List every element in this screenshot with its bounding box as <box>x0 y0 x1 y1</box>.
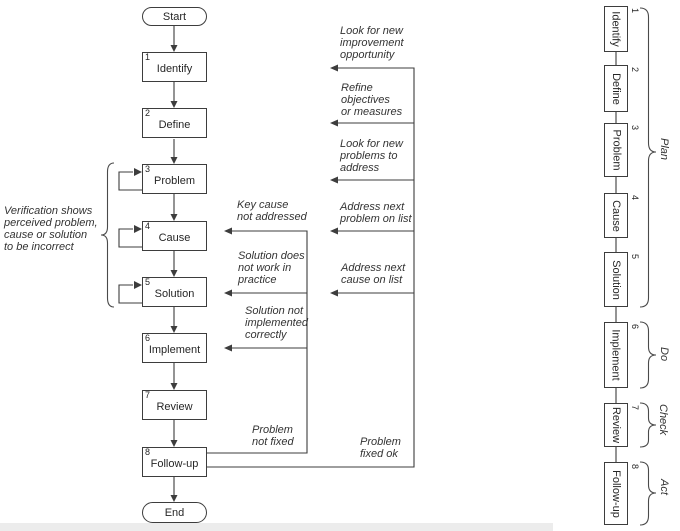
step-number: 8 <box>145 447 151 457</box>
pdca-step-review: Review <box>604 403 628 447</box>
pdca-step-cause: Cause <box>604 193 628 238</box>
pdca-step-define: Define <box>604 65 628 112</box>
phase-label-check: Check <box>657 404 669 436</box>
pdca-step-number: 4 <box>630 195 640 201</box>
step-label: Cause <box>158 231 191 244</box>
label-look-for-new-improvement: Look for new improvement opportunity <box>340 25 404 61</box>
end-terminal: End <box>142 502 207 523</box>
label-address-next-problem: Address next problem on list <box>340 201 412 225</box>
label-refine-objectives: Refine objectives or measures <box>341 82 403 118</box>
label-address-next-cause: Address next cause on list <box>341 262 406 286</box>
label-problem-not-fixed: Problem not fixed <box>252 424 294 448</box>
step-label: Define <box>158 118 191 131</box>
flow-step-define: 2 Define <box>142 108 207 138</box>
pdca-step-label: Review <box>610 406 623 444</box>
step-number: 1 <box>145 52 151 62</box>
down-arrowheads <box>170 45 178 502</box>
flow-step-solution: 5 Solution <box>142 277 207 307</box>
step-label: Implement <box>148 343 201 356</box>
inner-feedback-line <box>207 230 308 454</box>
step-label: Identify <box>156 62 193 75</box>
label-problem-fixed-ok: Problem fixed ok <box>360 436 401 460</box>
step-number: 7 <box>145 390 151 400</box>
step-number: 2 <box>145 108 151 118</box>
label-key-cause-not-addressed: Key cause not addressed <box>237 199 307 223</box>
check-brace <box>639 402 657 448</box>
flow-step-cause: 4 Cause <box>142 221 207 251</box>
label-solution-not-implemented: Solution not implemented correctly <box>245 305 308 341</box>
flow-step-review: 7 Review <box>142 390 207 420</box>
verification-note: Verification shows perceived problem, ca… <box>4 205 98 253</box>
self-loop-solution <box>118 284 142 304</box>
step-number: 4 <box>145 221 151 231</box>
do-brace <box>639 321 657 389</box>
step-label: Follow-up <box>150 457 199 470</box>
phase-label-act: Act <box>658 479 670 495</box>
pdca-step-label: Cause <box>610 199 623 232</box>
pdca-step-number: 3 <box>630 125 640 131</box>
pdca-step-implement: Implement <box>604 322 628 388</box>
self-loop-cause <box>118 228 142 248</box>
self-loop-problem <box>118 171 142 191</box>
pdca-step-number: 1 <box>630 8 640 14</box>
step-label: Problem <box>154 174 195 187</box>
pdca-step-number: 5 <box>630 254 640 260</box>
step-label: Review <box>156 400 193 413</box>
pdca-step-identify: Identify <box>604 6 628 52</box>
flow-step-followup: 8 Follow-up <box>142 447 207 477</box>
pdca-step-problem: Problem <box>604 123 628 177</box>
act-brace <box>639 461 657 526</box>
pdca-step-label: Problem <box>610 129 622 171</box>
start-terminal: Start <box>142 7 207 26</box>
step-label: Solution <box>154 287 195 300</box>
flow-step-implement: 6 Implement <box>142 333 207 363</box>
pdca-step-number: 8 <box>630 464 640 470</box>
phase-label-plan: Plan <box>658 138 670 161</box>
plan-brace <box>639 7 657 308</box>
label-look-for-new-problems: Look for new problems to address <box>340 138 403 174</box>
phase-label-do: Do <box>658 347 670 362</box>
start-label: Start <box>162 10 187 23</box>
step-number: 3 <box>145 164 151 174</box>
label-solution-does-not-work: Solution does not work in practice <box>238 250 305 286</box>
pdca-step-number: 2 <box>630 67 640 73</box>
pdca-step-followup: Follow-up <box>604 462 628 525</box>
outer-feedback-line <box>207 67 415 468</box>
pdca-step-label: Follow-up <box>610 469 622 518</box>
inner-feedback-arrowheads <box>224 227 232 352</box>
pdca-step-number: 7 <box>630 405 640 411</box>
pdca-step-label: Define <box>610 72 623 105</box>
flow-step-problem: 3 Problem <box>142 164 207 194</box>
pdca-step-label: Solution <box>610 259 623 300</box>
flow-step-identify: 1 Identify <box>142 52 207 82</box>
step-number: 5 <box>145 277 151 287</box>
verification-brace <box>100 162 115 308</box>
end-label: End <box>164 506 185 519</box>
pdca-step-solution: Solution <box>604 252 628 307</box>
step-number: 6 <box>145 333 151 343</box>
outer-feedback-arrowheads <box>330 64 338 297</box>
pdca-step-label: Implement <box>610 329 623 381</box>
self-loop-arrowheads <box>134 168 142 289</box>
pdca-step-label: Identify <box>610 11 622 47</box>
pdca-step-number: 6 <box>630 324 640 330</box>
page-edge-strip <box>0 523 553 531</box>
